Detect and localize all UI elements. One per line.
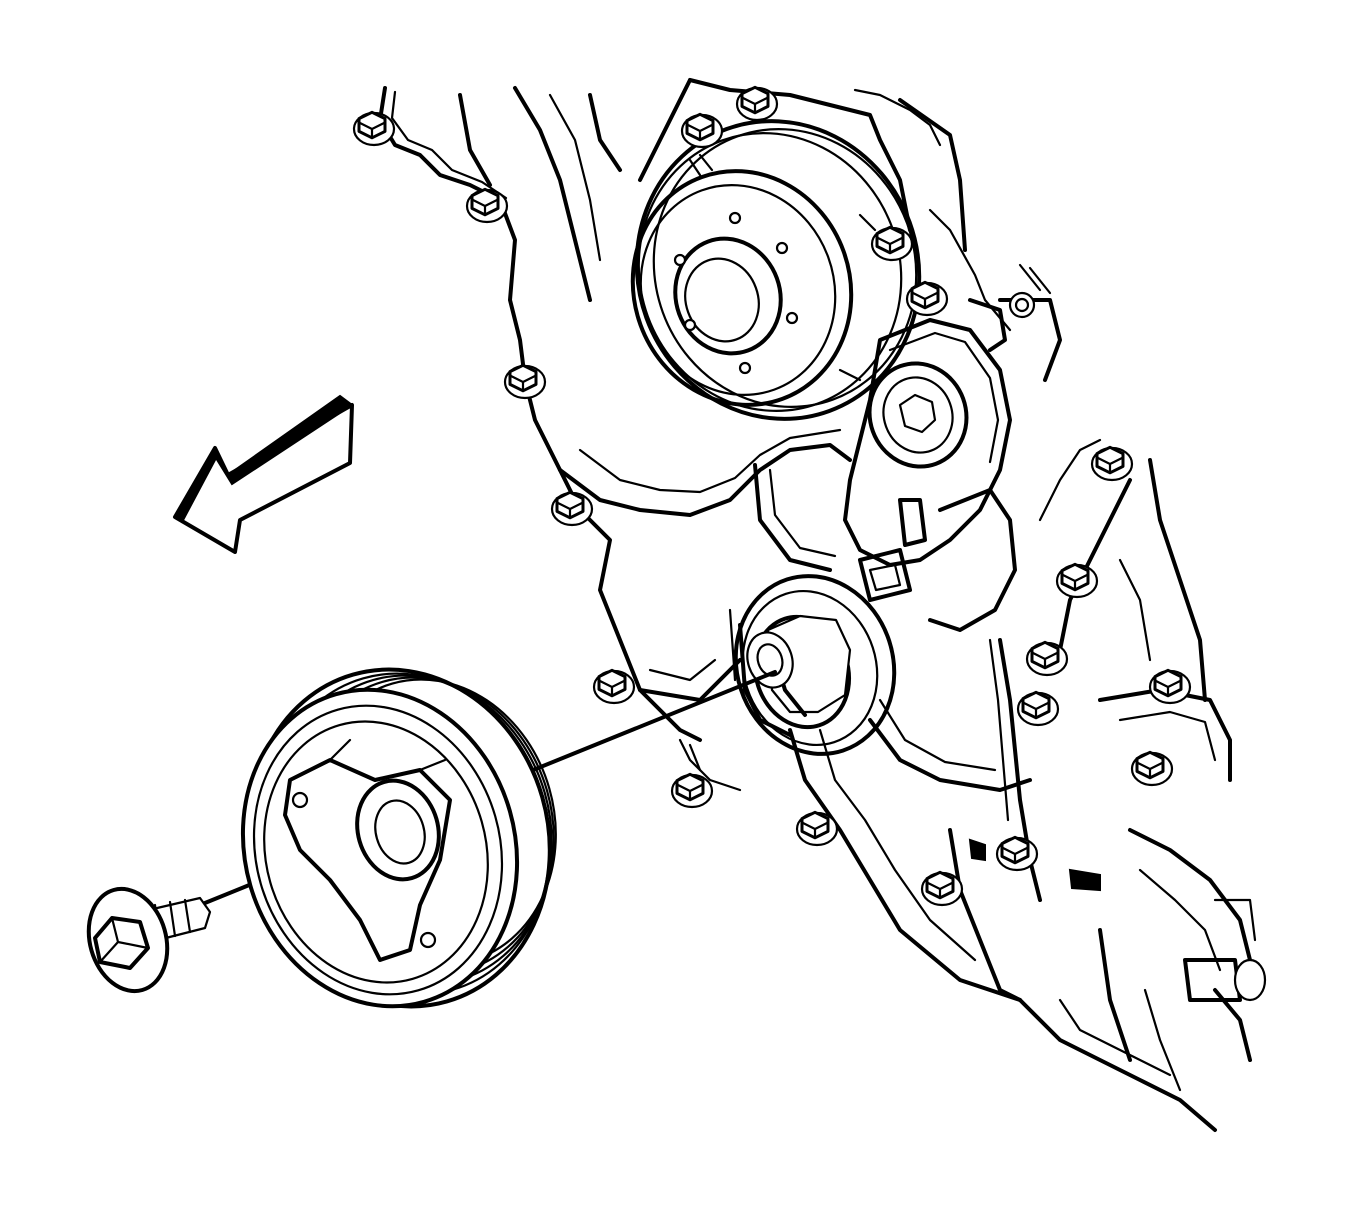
upper-pulley [630, 119, 922, 421]
cover-bolt-icon [1025, 640, 1069, 677]
cover-bolt-icon [352, 110, 396, 147]
engine-front-cover [378, 78, 1267, 1132]
cover-bolt-icon [795, 810, 839, 847]
cover-bolt-icon [920, 870, 964, 907]
cover-bolt-icon [995, 835, 1039, 872]
cover-bolt-icon [905, 280, 949, 317]
belt-tensioner [843, 263, 1062, 632]
cover-bolt-icon [735, 85, 779, 122]
cover-bolt-icon [503, 363, 547, 400]
cover-bolt-icon [670, 772, 714, 809]
cover-bolts [352, 85, 1192, 907]
balancer-bolt [86, 886, 212, 994]
crankshaft-nose [728, 574, 897, 756]
cover-bolt-icon [1148, 668, 1192, 705]
cover-bolt-icon [1055, 562, 1099, 599]
cover-bolt-icon [1090, 445, 1134, 482]
cover-bolt-icon [550, 490, 594, 527]
cover-bolt-icon [465, 187, 509, 224]
crankshaft-balancer [240, 667, 557, 1009]
cover-bolt-icon [1130, 750, 1174, 787]
cover-bolt-icon [592, 668, 636, 705]
direction-arrow-icon [173, 394, 354, 554]
cover-bolt-icon [1016, 690, 1060, 727]
cover-bolt-icon [870, 225, 914, 262]
cover-bolt-icon [680, 112, 724, 149]
